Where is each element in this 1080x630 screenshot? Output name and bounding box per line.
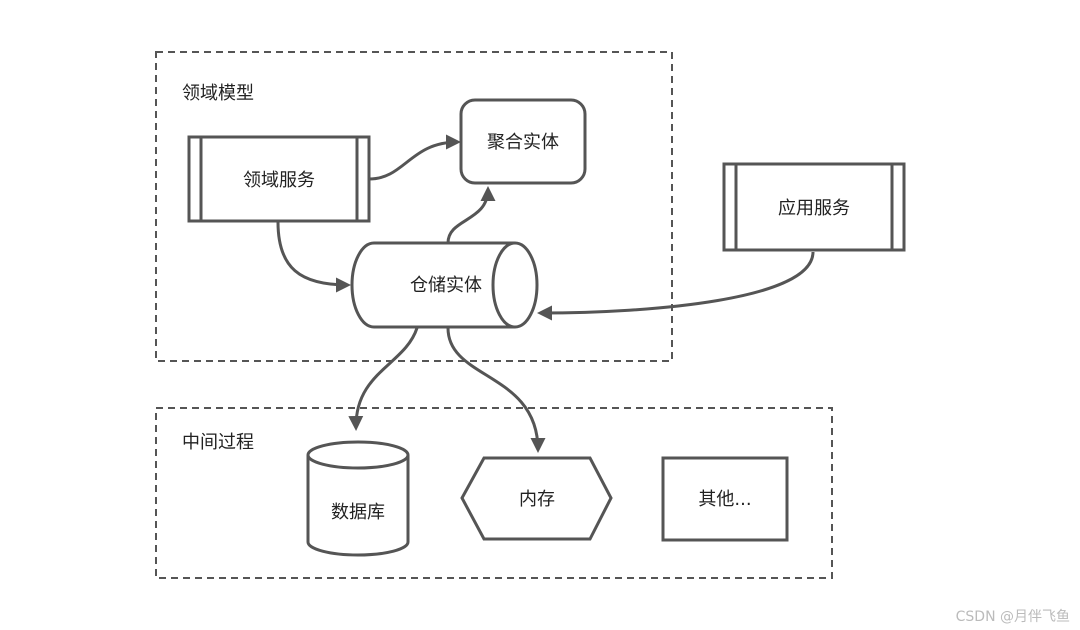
domain-model-label: 领域模型 [182,83,254,104]
repository-entity-node[interactable]: 仓储实体 [350,241,539,329]
intermediate-group: 中间过程 [155,407,833,579]
memory-label: 内存 [519,489,555,510]
domain-service-box [187,135,371,223]
others-box [661,456,789,542]
connector-domain-service-to-aggregate [368,134,461,181]
domain-model-boundary [155,51,673,362]
intermediate-label: 中间过程 [182,432,254,453]
memory-node[interactable]: 内存 [460,456,613,541]
connector-domain-service-to-repository [276,221,351,293]
others-node[interactable]: 其他... [661,456,789,542]
database-label: 数据库 [331,502,385,523]
domain-service-label: 领域服务 [243,170,315,191]
app-service-label: 应用服务 [778,198,850,219]
connector-repository-to-database [348,327,419,431]
app-service-node[interactable]: 应用服务 [722,162,906,252]
database-cylinder-body [306,440,410,557]
connector-app-service-to-repository [537,251,815,321]
connector-repository-to-aggregate [446,186,496,244]
database-cylinder-top [306,454,410,470]
aggregate-entity-box [459,98,587,185]
repository-cylinder-end [491,241,516,329]
domain-model-group: 领域模型 [155,51,673,362]
domain-service-node[interactable]: 领域服务 [187,135,371,223]
aggregate-entity-label: 聚合实体 [487,132,559,153]
aggregate-entity-node[interactable]: 聚合实体 [459,98,587,185]
others-label: 其他... [698,489,751,510]
repository-entity-label: 仓储实体 [410,275,482,296]
memory-hexagon [460,456,613,541]
database-node[interactable]: 数据库 [306,440,410,557]
intermediate-boundary [155,407,833,579]
watermark-text: CSDN @月伴飞鱼 [955,609,1070,625]
app-service-box [722,162,906,252]
connector-repository-to-memory [446,327,546,453]
